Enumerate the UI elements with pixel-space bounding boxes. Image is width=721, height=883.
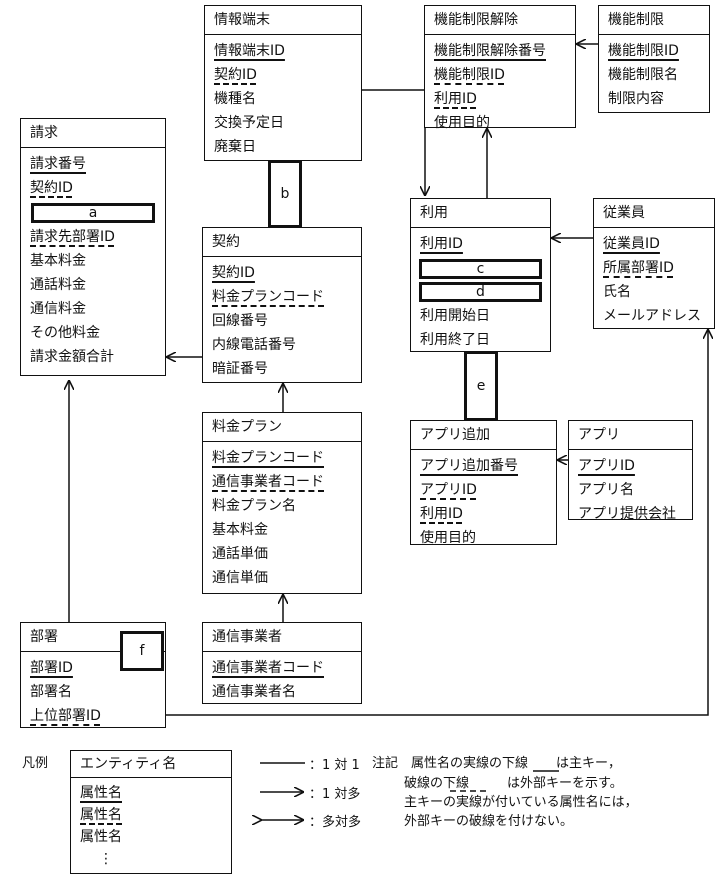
legend-dots: ⋮ bbox=[99, 851, 113, 867]
entity-name: 従業員 bbox=[594, 199, 714, 228]
attr: 料金プラン名 bbox=[212, 498, 296, 514]
entity-name: 機能制限解除 bbox=[425, 6, 575, 35]
attr: 通話単価 bbox=[212, 546, 268, 562]
entity-name: 利用 bbox=[411, 199, 550, 228]
attr: 利用終了日 bbox=[420, 332, 490, 348]
rel-busho-jugyoin bbox=[166, 329, 708, 716]
attr-pk: 部署ID bbox=[30, 660, 73, 676]
entity-keiyaku: 契約 契約ID 料金プランコード 回線番号 内線電話番号 暗証番号 bbox=[202, 227, 362, 383]
note-line-1: 注記 属性名の実線の下線 は主キー， bbox=[372, 752, 621, 771]
blank-e: e bbox=[464, 351, 498, 421]
attr: 基本料金 bbox=[30, 253, 86, 269]
entity-tsushin-jigyosha: 通信事業者 通信事業者コード 通信事業者名 bbox=[202, 622, 362, 704]
note-line-1-b: は主キー， bbox=[556, 756, 622, 771]
attr-fk: アプリID bbox=[420, 482, 477, 498]
entity-joho-tanmatsu: 情報端末 情報端末ID 契約ID 機種名 交換予定日 廃棄日 bbox=[204, 5, 362, 161]
attr-fk: 機能制限ID bbox=[434, 67, 505, 83]
attr-pk: 通信事業者コード bbox=[212, 660, 324, 676]
entity-ryokin-plan: 料金プラン 料金プランコード 通信事業者コード 料金プラン名 基本料金 通話単価… bbox=[202, 412, 362, 594]
attr-pk: 請求番号 bbox=[30, 156, 86, 172]
entity-seikyu: 請求 請求番号 契約ID a 請求先部署ID 基本料金 通話料金 通信料金 その… bbox=[20, 118, 166, 376]
attr-pk: 情報端末ID bbox=[214, 43, 285, 59]
attr-fk: 所属部署ID bbox=[603, 260, 674, 276]
entity-name: 通信事業者 bbox=[203, 623, 361, 652]
entity-name: アプリ追加 bbox=[411, 421, 556, 450]
entity-name: 契約 bbox=[203, 228, 361, 257]
rel-joho-riyo bbox=[362, 89, 425, 196]
entity-name: 請求 bbox=[21, 119, 165, 148]
attr-fk: 通信事業者コード bbox=[212, 474, 324, 490]
entity-riyo: 利用 利用ID c d 利用開始日 利用終了日 bbox=[410, 198, 551, 352]
legend-attr: 属性名 bbox=[80, 829, 122, 845]
attr: 交換予定日 bbox=[214, 115, 284, 131]
attr-pk: アプリ追加番号 bbox=[420, 458, 518, 474]
attr-pk: 従業員ID bbox=[603, 236, 660, 252]
attr: アプリ提供会社 bbox=[578, 506, 676, 522]
legend-1tomany-label: ：1 対多 bbox=[309, 787, 361, 802]
attr: 通信料金 bbox=[30, 301, 86, 317]
attr-fk: 利用ID bbox=[420, 506, 463, 522]
attr: 通信単価 bbox=[212, 570, 268, 586]
blank-f: f bbox=[120, 631, 164, 671]
blank-c: c bbox=[419, 259, 542, 279]
attr: 暗証番号 bbox=[212, 361, 268, 377]
note-line-2-b: は外部キーを示す。 bbox=[507, 776, 623, 791]
attr-fk: 請求先部署ID bbox=[30, 229, 115, 245]
note-line-1-a: 注記 属性名の実線の下線 bbox=[372, 756, 529, 771]
attr: 機種名 bbox=[214, 91, 256, 107]
attr-pk: 料金プランコード bbox=[212, 450, 324, 466]
attr: 氏名 bbox=[603, 284, 631, 300]
attr-fk: 契約ID bbox=[30, 180, 73, 196]
attr-fk: 料金プランコード bbox=[212, 289, 324, 305]
attr-fk: 利用ID bbox=[434, 91, 477, 107]
attr: 回線番号 bbox=[212, 313, 268, 329]
attr: 廃棄日 bbox=[214, 139, 256, 155]
attr-pk: 機能制限解除番号 bbox=[434, 43, 546, 59]
blank-a: a bbox=[31, 203, 155, 223]
attr-pk: 利用ID bbox=[420, 236, 463, 252]
attr: その他料金 bbox=[30, 325, 100, 341]
attr: 制限内容 bbox=[608, 91, 664, 107]
attr-pk: 機能制限ID bbox=[608, 43, 679, 59]
entity-name: 部署 bbox=[21, 623, 165, 652]
note-line-4: 外部キーの破線を付けない。 bbox=[404, 814, 574, 829]
legend-attr-pk: 属性名 bbox=[80, 785, 122, 801]
blank-b: b bbox=[268, 160, 302, 228]
blank-d: d bbox=[419, 282, 542, 302]
attr: 機能制限名 bbox=[608, 67, 678, 83]
legend-entity-name: エンティティ名 bbox=[71, 751, 231, 778]
entity-name: 情報端末 bbox=[205, 6, 361, 35]
attr: メールアドレス bbox=[603, 308, 701, 324]
legend-manytomany-label: ：多対多 bbox=[309, 815, 362, 830]
entity-appli-tsuika: アプリ追加 アプリ追加番号 アプリID 利用ID 使用目的 bbox=[410, 420, 557, 546]
attr: アプリ名 bbox=[578, 482, 634, 498]
legend-1to1-label: ：1 対 1 bbox=[309, 758, 360, 773]
attr: 内線電話番号 bbox=[212, 337, 296, 353]
legend-attr-fk: 属性名 bbox=[80, 807, 122, 823]
entity-kino-seigen: 機能制限 機能制限ID 機能制限名 制限内容 bbox=[598, 5, 710, 113]
legend-label: 凡例 bbox=[22, 756, 49, 771]
entity-name: 機能制限 bbox=[599, 6, 709, 35]
entity-name: 料金プラン bbox=[203, 413, 361, 442]
attr-fk: 上位部署ID bbox=[30, 708, 101, 724]
attr: 使用目的 bbox=[434, 115, 490, 131]
attr-pk: 契約ID bbox=[212, 265, 255, 281]
entity-kino-seigen-kaijo: 機能制限解除 機能制限解除番号 機能制限ID 利用ID 使用目的 bbox=[424, 5, 576, 131]
attr: 使用目的 bbox=[420, 530, 476, 546]
entity-jugyoin: 従業員 従業員ID 所属部署ID 氏名 メールアドレス bbox=[593, 198, 715, 329]
attr: 部署名 bbox=[30, 684, 72, 700]
note-line-3: 主キーの実線が付いている属性名には， bbox=[404, 795, 638, 810]
attr: 請求金額合計 bbox=[30, 349, 114, 365]
attr: 通信事業者名 bbox=[212, 684, 296, 700]
note-line-2: 破線の下線 は外部キーを示す。 bbox=[404, 772, 623, 791]
entity-appli: アプリ アプリID アプリ名 アプリ提供会社 bbox=[568, 420, 693, 522]
attr: 基本料金 bbox=[212, 522, 268, 538]
note-line-2-a: 破線の下線 bbox=[404, 776, 470, 791]
legend-entity: エンティティ名 属性名 属性名 属性名 ⋮ bbox=[70, 750, 232, 874]
attr-pk: アプリID bbox=[578, 458, 635, 474]
attr: 通話料金 bbox=[30, 277, 86, 293]
attr: 利用開始日 bbox=[420, 308, 490, 324]
attr-fk: 契約ID bbox=[214, 67, 257, 83]
entity-name: アプリ bbox=[569, 421, 692, 450]
